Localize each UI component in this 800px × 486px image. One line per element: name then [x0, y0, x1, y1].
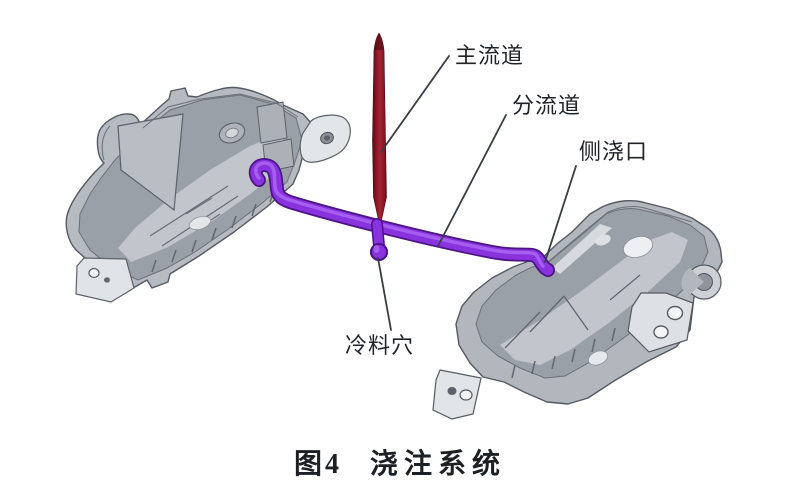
right-mold-part: [432, 199, 723, 420]
branch-runner-tube: [248, 158, 555, 277]
leader-branch-runner: [437, 114, 507, 247]
annotation-labels: 主流道 分流道 侧浇口 冷料穴: [345, 43, 648, 358]
leader-main-runner: [380, 55, 450, 153]
left-part-boss-cylinder: [218, 122, 246, 144]
figure-title: 浇注系统: [370, 449, 507, 480]
left-part-right-lug: [299, 114, 351, 163]
leader-cold-slug-well: [377, 257, 392, 331]
left-part-floor: [118, 134, 289, 262]
flange-hole-icon: [666, 305, 684, 321]
lug-hole-icon: [88, 267, 100, 279]
left-part-oval-cutout: [188, 215, 212, 231]
leader-lines: [377, 55, 577, 331]
right-part-floor: [500, 232, 688, 365]
main-runner-sprue: [372, 32, 387, 228]
label-cold-slug-well: 冷料穴: [345, 333, 414, 358]
right-part-small-oval: [595, 234, 611, 246]
right-part-bottom-lug: [432, 369, 482, 420]
figure-number: 图4: [293, 449, 342, 480]
leader-side-gate: [544, 165, 577, 263]
cold-slug-well-blob: [369, 218, 389, 262]
label-branch-runner: 分流道: [512, 93, 581, 118]
right-part-ribs: [504, 206, 693, 349]
left-mold-part: [65, 86, 351, 303]
lug-hole-icon: [459, 389, 473, 401]
right-part-flange: [627, 292, 694, 353]
figure-caption: 图4 浇注系统: [0, 442, 800, 482]
right-part-cylinder: [681, 264, 722, 300]
flange-hole-icon: [653, 325, 669, 339]
left-part-bottom-lug: [75, 257, 135, 303]
sprue-tip: [374, 33, 384, 50]
right-part-bottom-oval: [588, 350, 608, 366]
label-main-runner: 主流道: [455, 43, 524, 68]
right-part-oval-cutout: [623, 236, 653, 258]
right-part-top-wall: [552, 224, 612, 274]
left-part-smooth-panel: [117, 113, 184, 212]
label-side-gate: 侧浇口: [579, 139, 648, 164]
